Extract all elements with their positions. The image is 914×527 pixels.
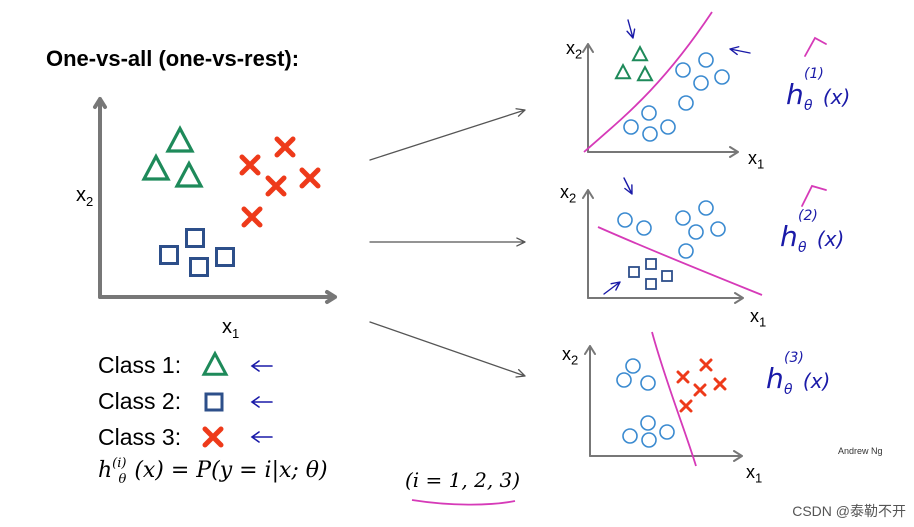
main-cross-marker-1 xyxy=(239,154,261,176)
plot3-x-axis-label: x1 xyxy=(746,462,763,486)
main-triangle-marker-2 xyxy=(174,160,204,188)
plot2-circle-marker-3 xyxy=(698,200,714,216)
hypothesis-2-check-mark xyxy=(801,184,827,207)
plot3-circle-marker-3 xyxy=(640,415,656,431)
main-cross-marker-4 xyxy=(241,206,263,228)
main-square-marker-1 xyxy=(159,245,179,265)
plot3-x-axis xyxy=(589,450,743,462)
plot2-square-marker-1 xyxy=(628,266,640,278)
class-3-ink-arrow xyxy=(250,431,273,443)
hypothesis-3-handwritten: h (3) θ (x) xyxy=(766,350,831,398)
plot3-circle-marker-4 xyxy=(622,428,638,444)
class-2-row: Class 2: xyxy=(98,388,182,414)
page-title: One-vs-all (one-vs-rest): xyxy=(46,46,300,71)
plot3-cross-marker-3 xyxy=(693,383,707,397)
main-plot-y-axis xyxy=(93,97,107,299)
plot3-circle-marker-6 xyxy=(659,424,675,440)
author-credit: Andrew Ng xyxy=(838,446,883,456)
plot1-circle-marker-5 xyxy=(641,105,657,121)
plot1-circle-marker-2 xyxy=(693,75,709,91)
plot2-y-axis-label: x2 xyxy=(560,182,577,206)
plot2-square-marker-0 xyxy=(645,258,657,270)
plot2-circle-marker-4 xyxy=(710,221,726,237)
hypothesis-1-handwritten: h (1) θ (x) xyxy=(786,66,851,114)
plot2-circle-marker-1 xyxy=(636,220,652,236)
plot1-x-axis-label: x1 xyxy=(748,148,765,172)
arrow-to-plot-2 xyxy=(369,237,526,247)
plot1-decision-boundary xyxy=(583,11,713,153)
plot3-cross-marker-1 xyxy=(676,370,690,384)
plot1-circle-marker-7 xyxy=(660,119,676,135)
plot1-circle-marker-3 xyxy=(714,69,730,85)
main-triangle-marker-1 xyxy=(141,153,171,181)
class-1-marker-icon xyxy=(201,350,229,376)
class-3-row: Class 3: xyxy=(98,424,182,450)
class-2-marker-icon xyxy=(204,392,224,412)
main-cross-marker-2 xyxy=(265,175,287,197)
plot1-y-axis xyxy=(582,43,594,153)
plot2-circle-marker-5 xyxy=(688,224,704,240)
plot3-cross-marker-4 xyxy=(679,399,693,413)
plot1-circle-marker-6 xyxy=(623,119,639,135)
plot1-circle-marker-0 xyxy=(675,62,691,78)
index-range: (i = 1, 2, 3) xyxy=(405,468,521,492)
plot1-ink-arrow xyxy=(729,46,751,56)
plot2-decision-boundary xyxy=(597,226,763,296)
hypothesis-1-check-mark xyxy=(804,36,827,57)
plot2-circle-marker-2 xyxy=(675,210,691,226)
class-3-marker-icon xyxy=(202,426,224,448)
arrow-to-plot-3 xyxy=(369,321,526,378)
plot3-circle-marker-2 xyxy=(640,375,656,391)
hypothesis-2-handwritten: h (2) θ (x) xyxy=(780,208,845,256)
plot1-x-axis xyxy=(587,146,739,158)
plot2-x-axis-label: x1 xyxy=(750,306,767,330)
plot3-circle-marker-0 xyxy=(625,358,641,374)
plot1-circle-marker-8 xyxy=(642,126,658,142)
main-cross-marker-3 xyxy=(299,167,321,189)
arrow-to-plot-1 xyxy=(369,108,526,161)
watermark: CSDN @泰勒不开 xyxy=(792,503,906,519)
plot3-decision-boundary xyxy=(651,331,697,467)
class-1-row: Class 1: xyxy=(98,352,182,378)
plot3-circle-marker-5 xyxy=(641,432,657,448)
plot2-square-marker-2 xyxy=(661,270,673,282)
plot2-y-axis xyxy=(582,189,594,299)
main-x-axis-label: x1 xyxy=(222,316,240,341)
plot2-circle-marker-0 xyxy=(617,212,633,228)
plot1-y-axis-label: x2 xyxy=(566,38,583,62)
plot2-x-axis xyxy=(587,292,744,304)
class-2-ink-arrow xyxy=(250,396,273,408)
main-cross-marker-0 xyxy=(274,136,296,158)
main-square-marker-3 xyxy=(215,247,235,267)
plot1-circle-marker-4 xyxy=(678,95,694,111)
plot2-square-marker-3 xyxy=(645,278,657,290)
plot3-cross-marker-0 xyxy=(699,358,713,372)
class-1-ink-arrow xyxy=(250,360,273,372)
plot3-y-axis xyxy=(584,345,596,457)
plot2-circle-marker-6 xyxy=(678,243,694,259)
plot1-circle-marker-1 xyxy=(698,52,714,68)
plot2-ink-arrow xyxy=(603,281,621,295)
main-square-marker-0 xyxy=(185,228,205,248)
main-plot-x-axis xyxy=(98,290,337,304)
index-range-underline xyxy=(411,499,516,506)
plot3-cross-marker-2 xyxy=(713,377,727,391)
plot1-triangle-marker-1 xyxy=(614,63,632,80)
plot1-triangle-marker-2 xyxy=(636,65,654,82)
plot3-circle-marker-1 xyxy=(616,372,632,388)
plot1-ink-tick xyxy=(626,19,636,39)
main-square-marker-2 xyxy=(189,257,209,277)
main-triangle-marker-0 xyxy=(165,125,195,153)
main-y-axis-label: x2 xyxy=(76,184,94,209)
plot3-y-axis-label: x2 xyxy=(562,344,579,368)
plot2-ink-tick xyxy=(623,177,633,195)
plot1-triangle-marker-0 xyxy=(631,45,649,62)
hypothesis-formula: h(i)θ(x) = P(y = i|x; θ) xyxy=(98,456,328,487)
